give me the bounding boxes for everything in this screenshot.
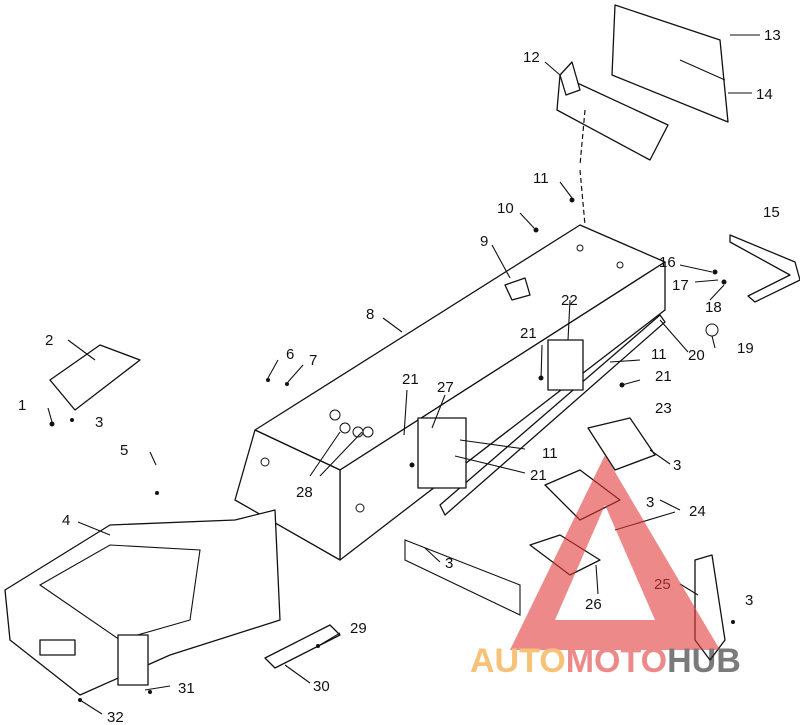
callout-28: 28 bbox=[296, 484, 313, 501]
callout-14: 14 bbox=[756, 86, 773, 103]
callout-11: 11 bbox=[533, 170, 549, 187]
callout-3-repeat: 3 bbox=[673, 457, 681, 474]
leader-lines bbox=[47, 34, 760, 715]
callout-21-repeat: 21 bbox=[402, 371, 419, 388]
part-handle-bar bbox=[729, 234, 800, 303]
callout-3: 3 bbox=[95, 414, 103, 431]
callout-11-repeat: 11 bbox=[542, 445, 558, 462]
callout-21-repeat: 21 bbox=[530, 467, 547, 484]
callout-3-repeat: 3 bbox=[745, 592, 753, 609]
callout-6: 6 bbox=[286, 346, 294, 363]
callout-23: 23 bbox=[655, 400, 672, 417]
callout-30: 30 bbox=[313, 678, 330, 695]
part-cap bbox=[504, 277, 531, 301]
part-nuts-28 bbox=[329, 409, 374, 438]
callout-21: 21 bbox=[520, 325, 537, 342]
part-rail bbox=[439, 314, 666, 516]
part-grommet-19 bbox=[705, 323, 719, 337]
watermark-hub: HUB bbox=[667, 642, 741, 680]
part-bracket-23 bbox=[587, 417, 656, 471]
callout-7: 7 bbox=[309, 352, 317, 369]
callout-21-repeat: 21 bbox=[655, 368, 672, 385]
watermark-moto: MOTO bbox=[566, 642, 667, 680]
part-plate-22 bbox=[547, 339, 584, 391]
callout-3-repeat: 3 bbox=[445, 555, 453, 572]
part-bracket-12 bbox=[556, 61, 669, 161]
watermark-triangle-logo bbox=[510, 455, 720, 650]
callout-19: 19 bbox=[737, 340, 754, 357]
callout-5: 5 bbox=[120, 442, 128, 459]
callout-12: 12 bbox=[523, 49, 540, 66]
assembly-line bbox=[579, 169, 586, 226]
callout-4: 4 bbox=[62, 512, 70, 529]
callout-26: 26 bbox=[585, 596, 602, 613]
assembly-line bbox=[579, 109, 586, 166]
part-shield-panel bbox=[611, 4, 729, 123]
svg-text:AUTOMOTOHUB: AUTOMOTOHUB bbox=[470, 642, 741, 680]
autumotohub-watermark: AUTOMOTOHUB bbox=[470, 455, 741, 680]
part-plate-27 bbox=[417, 417, 467, 489]
callout-16: 16 bbox=[659, 254, 676, 271]
callout-13: 13 bbox=[764, 27, 781, 44]
watermark-auto: AUTO bbox=[470, 642, 566, 680]
callout-20: 20 bbox=[688, 347, 705, 364]
callout-22: 22 bbox=[561, 292, 578, 309]
fastener-dots bbox=[49, 197, 735, 702]
callout-24: 24 bbox=[689, 503, 706, 520]
callout-11-repeat: 11 bbox=[651, 346, 667, 363]
callout-32: 32 bbox=[107, 709, 124, 725]
callout-1: 1 bbox=[18, 397, 26, 414]
part-footrest bbox=[4, 509, 281, 696]
callout-10: 10 bbox=[497, 200, 514, 217]
part-plate-30 bbox=[264, 624, 341, 669]
callout-9: 9 bbox=[480, 233, 488, 250]
callout-29: 29 bbox=[350, 620, 367, 637]
part-bracket-2 bbox=[49, 344, 141, 411]
callout-2: 2 bbox=[45, 332, 53, 349]
callout-3-repeat: 3 bbox=[646, 494, 654, 511]
callout-18: 18 bbox=[705, 299, 722, 316]
callout-27: 27 bbox=[437, 379, 454, 396]
callout-15: 15 bbox=[763, 204, 780, 221]
callout-8: 8 bbox=[366, 306, 374, 323]
callout-31: 31 bbox=[178, 680, 195, 697]
callout-17: 17 bbox=[672, 277, 689, 294]
hidden-outline bbox=[404, 539, 521, 616]
